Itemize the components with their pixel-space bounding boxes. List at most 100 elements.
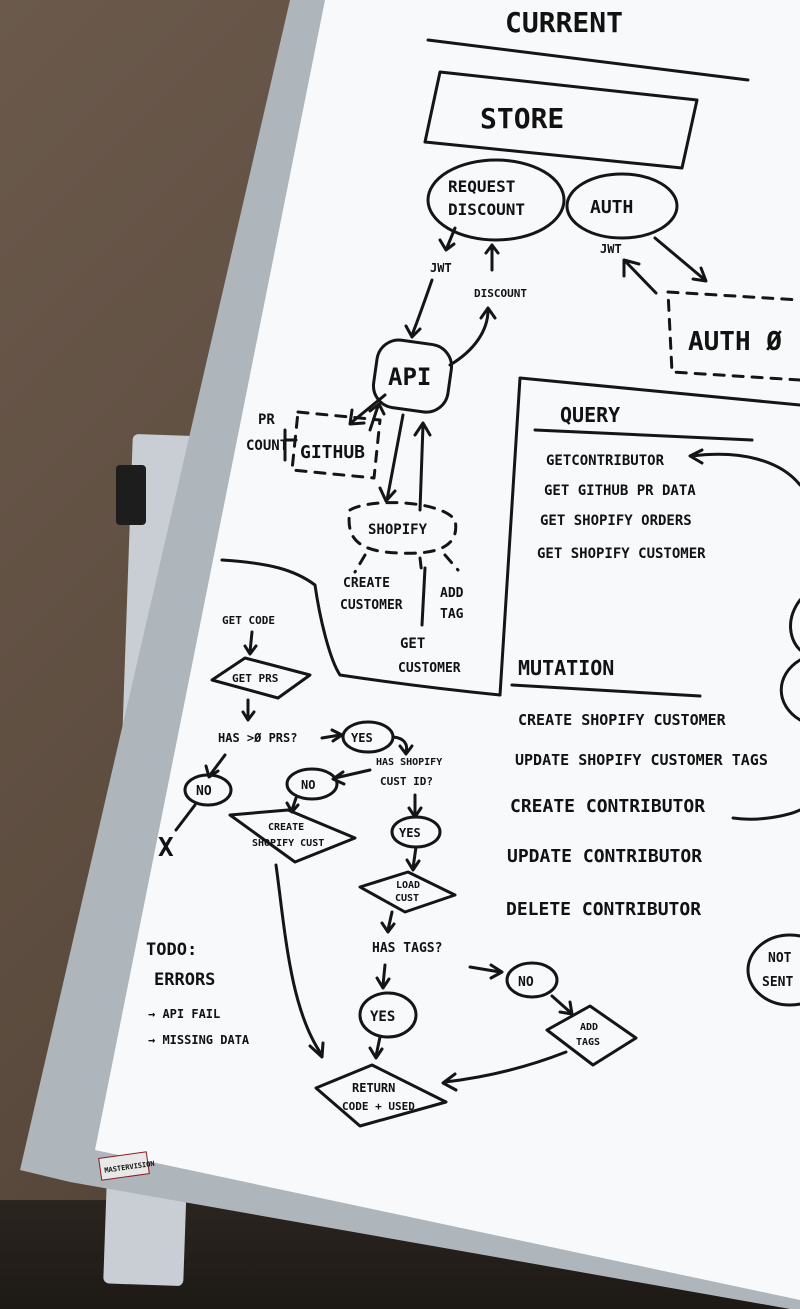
arrow-yes2: [405, 845, 421, 872]
shopify-box: [347, 501, 458, 555]
request-discount-line2: DISCOUNT: [448, 200, 525, 219]
request-discount-line1: REQUEST: [448, 177, 515, 196]
not-sent-node: [746, 933, 800, 1007]
arrow-api-shopify: [378, 413, 405, 503]
no1-label: NO: [196, 784, 212, 799]
mutation-underline: [510, 683, 702, 698]
load-cust-diamond: [358, 870, 457, 914]
arrow-to-yes3: [375, 963, 391, 990]
shopify-label: SHOPIFY: [368, 522, 428, 538]
query-item-1: GETCONTRIBUTOR: [546, 453, 665, 469]
not-sent-line2: SENT: [762, 975, 793, 990]
mutation-item-5: DELETE CONTRIBUTOR: [506, 899, 701, 920]
return-line2: CODE + USED: [342, 1100, 415, 1113]
arrow-yes3: [368, 1035, 384, 1060]
right-edge-curves: [779, 598, 800, 722]
create-shopify-line2: SHOPIFY CUST: [252, 838, 324, 849]
arrow-shopify-api: [413, 421, 432, 512]
x-mark: X: [158, 833, 174, 863]
shopify-divider: [420, 566, 427, 627]
mutation-item-2: UPDATE SHOPIFY CUSTOMER TAGS: [515, 751, 768, 769]
todo-title: TODO:: [146, 940, 197, 960]
get-prs-diamond: [210, 656, 312, 700]
arrow-github-api: [368, 402, 386, 432]
store-label: STORE: [480, 102, 564, 135]
has-shopify-line2: CUST ID?: [380, 775, 433, 788]
return-diamond: [314, 1063, 448, 1128]
has-shopify-line1: HAS SHOPIFY: [376, 757, 442, 768]
arrow-addtags-return: [441, 1050, 568, 1092]
arrow-request-jwt: [438, 226, 457, 252]
arrow-discount-up: [484, 243, 500, 272]
get-prs-label: GET PRS: [232, 672, 278, 685]
jwt-right-label: JWT: [600, 242, 622, 256]
query-item-4: GET SHOPIFY CUSTOMER: [537, 546, 706, 562]
github-box: [290, 410, 382, 480]
yes2-label: YES: [399, 826, 421, 840]
yes1-label: YES: [351, 731, 373, 745]
arrow-api-discount: [448, 306, 497, 367]
arrow-no1-x: [174, 803, 197, 832]
arrow-getcode: [243, 630, 258, 656]
no1-node: [183, 773, 233, 807]
create-customer-line1: CREATE: [343, 576, 390, 591]
github-label: GITHUB: [300, 442, 365, 463]
arrow-auth-auth0: [653, 236, 708, 283]
create-customer-line2: CUSTOMER: [340, 598, 403, 613]
arrow-yes1: [391, 735, 414, 756]
yes3-node: [358, 991, 418, 1039]
arrow-to-no3: [468, 963, 504, 980]
arrow-getprs: [241, 698, 256, 722]
stand-clamp: [116, 465, 146, 525]
auth-node: [565, 172, 679, 240]
return-line1: RETURN: [352, 1081, 395, 1095]
query-title: QUERY: [560, 403, 620, 427]
has-prs-label: HAS >Ø PRS?: [218, 731, 297, 745]
todo-item-1: → API FAIL: [148, 1007, 220, 1021]
jwt-left-label: JWT: [430, 261, 452, 275]
add-tags-diamond: [545, 1004, 638, 1067]
get-customer-line2: CUSTOMER: [398, 661, 461, 676]
not-sent-line1: NOT: [768, 951, 792, 966]
arrow-getcontributor: [688, 448, 800, 487]
create-shopify-diamond: [228, 808, 357, 864]
api-node: [371, 338, 454, 414]
query-underline: [533, 428, 754, 442]
mutation-item-4: UPDATE CONTRIBUTOR: [507, 846, 702, 867]
store-box: [423, 70, 699, 170]
get-code-label: GET CODE: [222, 614, 275, 627]
pr-count-line1: PR: [258, 412, 275, 428]
add-tags-line2: TAGS: [576, 1037, 600, 1048]
arrow-create-return: [274, 863, 325, 1059]
arrow-auth0-auth: [622, 258, 658, 295]
add-tag-line2: TAG: [440, 607, 464, 622]
query-item-3: GET SHOPIFY ORDERS: [540, 513, 692, 529]
create-shopify-line1: CREATE: [268, 822, 304, 833]
has-tags-label: HAS TAGS?: [372, 941, 442, 956]
todo-item-2: → MISSING DATA: [148, 1033, 250, 1047]
auth0-label: AUTH Ø: [688, 327, 782, 357]
arrow-jwt-api: [404, 278, 434, 339]
no3-label: NO: [518, 975, 534, 990]
schema-enclosure: [220, 376, 800, 697]
arrow-to-no2: [331, 768, 372, 786]
discount-label: DISCOUNT: [474, 287, 527, 300]
board-surface: [95, 0, 800, 1300]
arrow-to-no1: [204, 753, 227, 779]
load-cust-line1: LOAD: [396, 880, 420, 891]
auth-label: AUTH: [590, 197, 633, 218]
api-label: API: [388, 363, 431, 391]
create-contributor-connector: [731, 808, 800, 821]
request-discount-node: [426, 158, 566, 242]
get-customer-line1: GET: [400, 636, 425, 652]
add-tags-line1: ADD: [580, 1022, 598, 1033]
arrow-loadcust: [380, 910, 396, 934]
load-cust-line2: CUST: [395, 893, 419, 904]
yes3-label: YES: [370, 1009, 395, 1025]
todo-subtitle: ERRORS: [154, 970, 215, 990]
no3-node: [505, 961, 559, 999]
no2-label: NO: [301, 778, 315, 792]
mutation-item-3: CREATE CONTRIBUTOR: [510, 796, 705, 817]
title: CURRENT: [505, 6, 623, 39]
